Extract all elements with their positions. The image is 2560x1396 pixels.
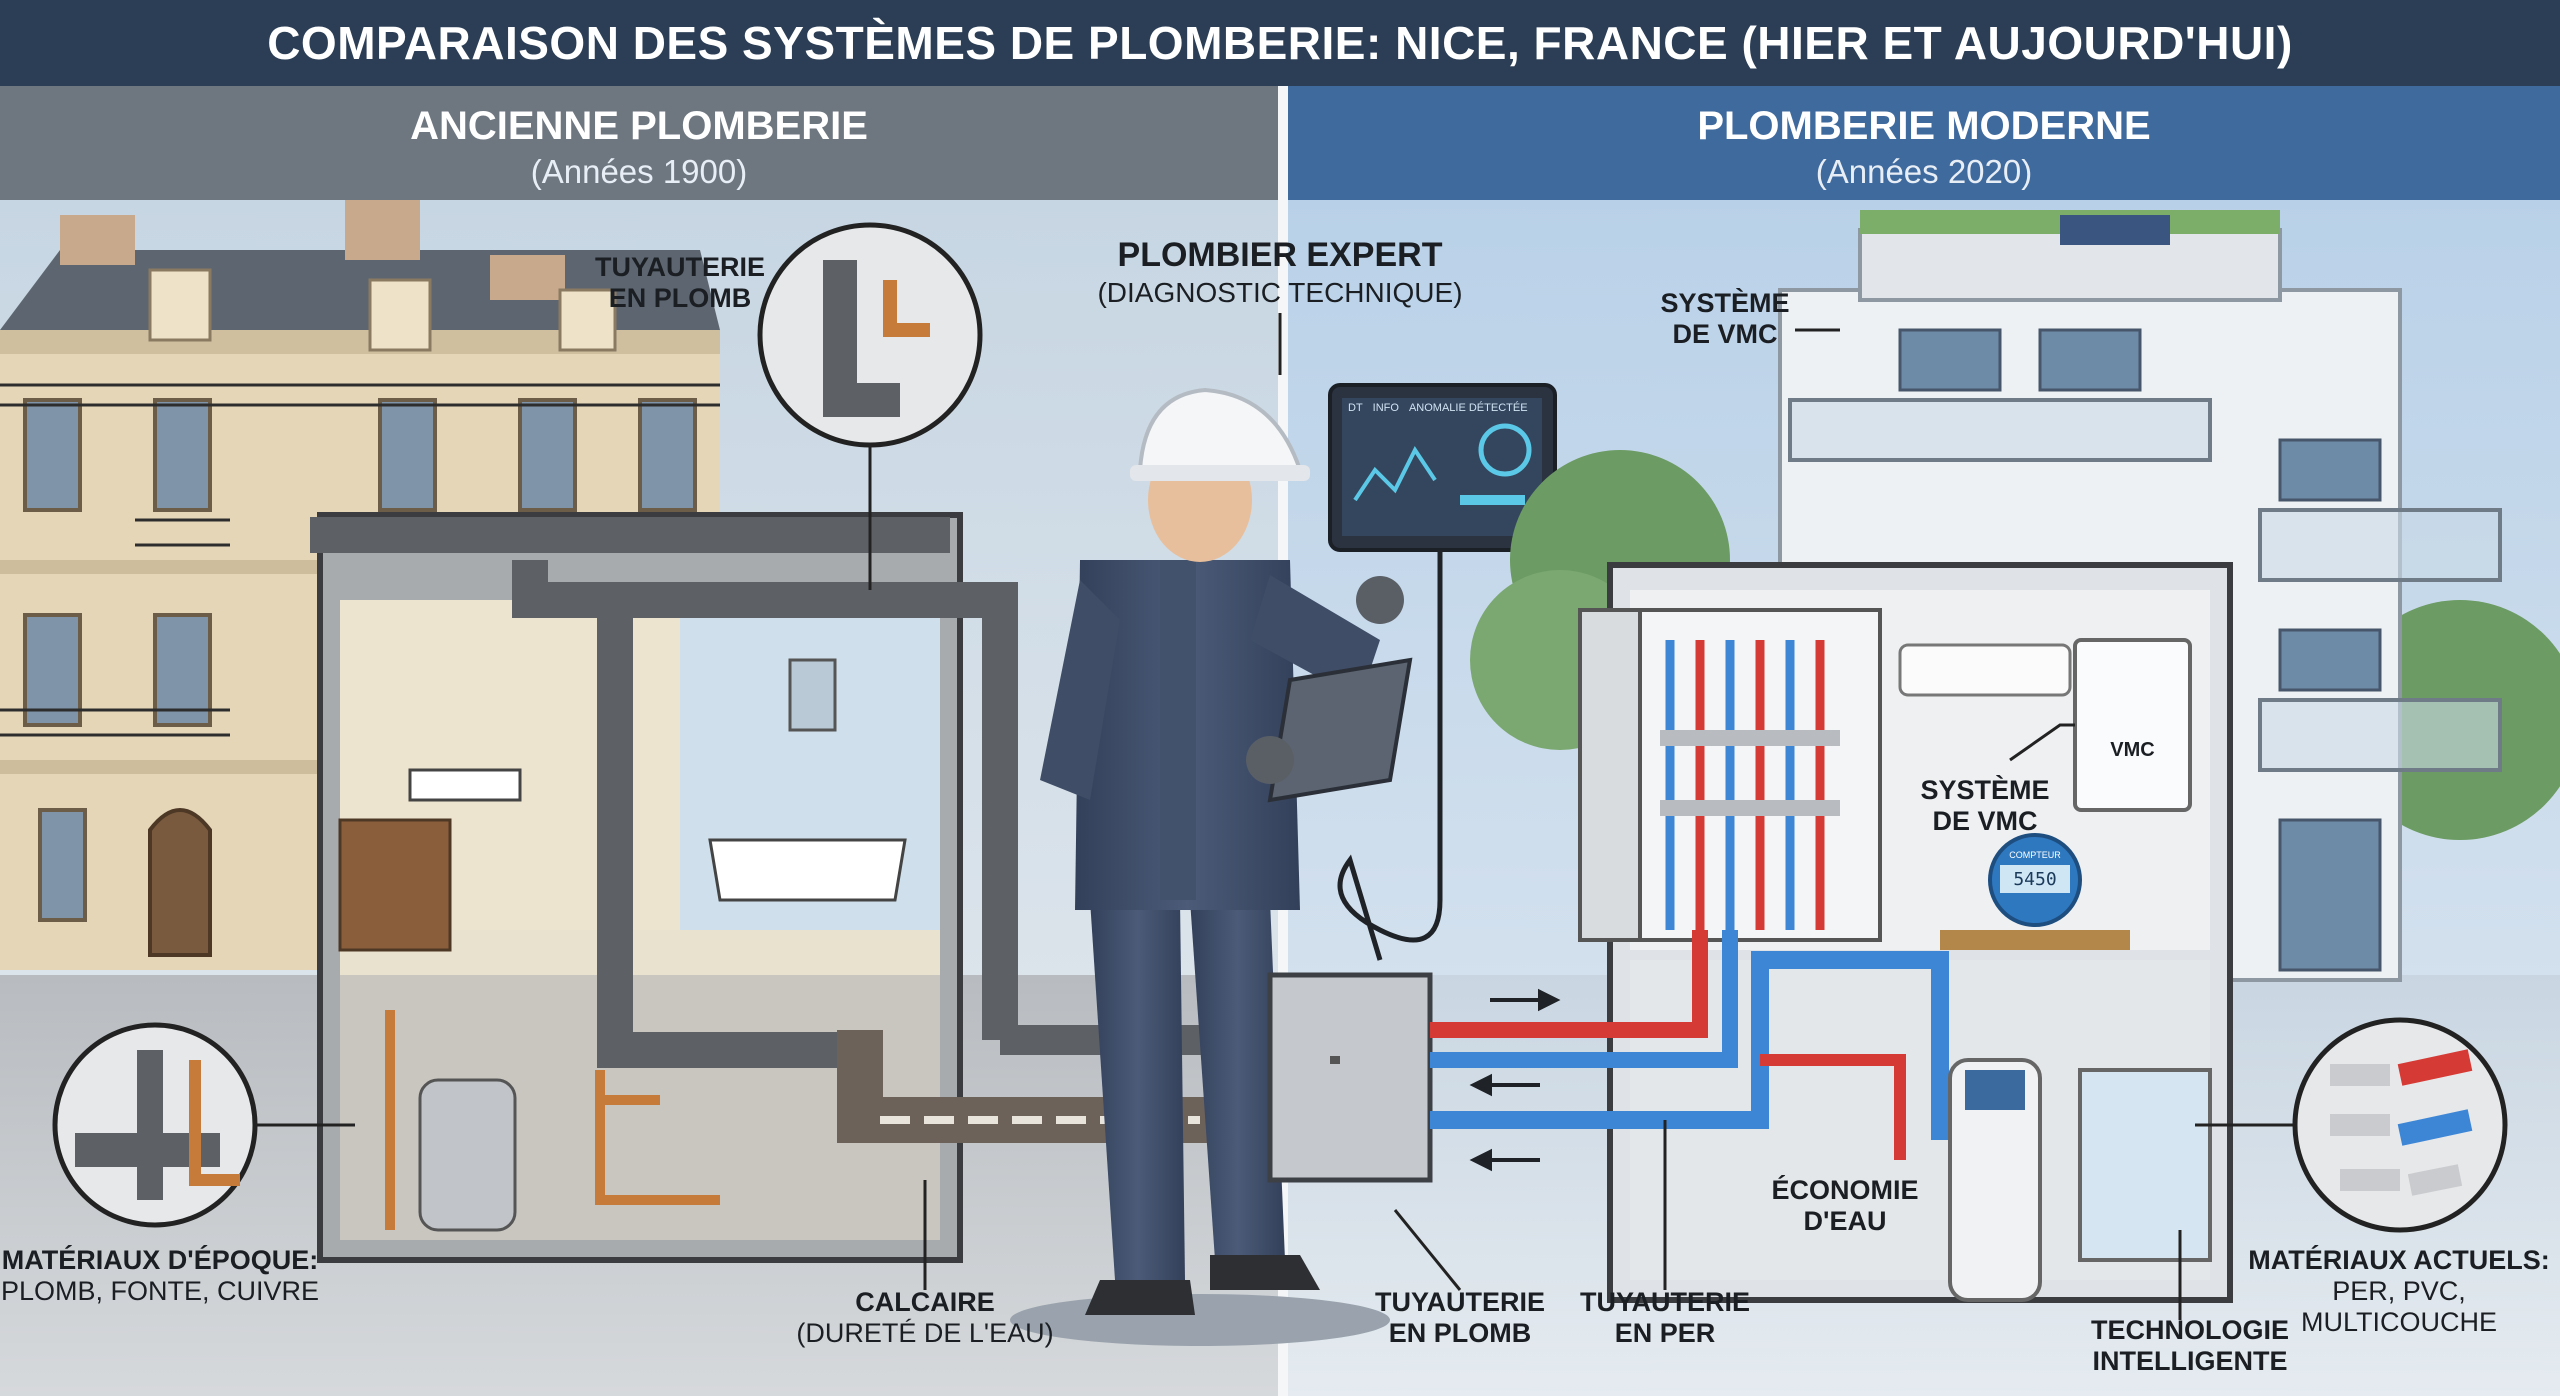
label-limescale-title: CALCAIRE	[855, 1287, 995, 1317]
label-lead-pipes-bottom: TUYAUTERIE EN PLOMB	[1360, 1287, 1560, 1349]
label-vmc-inside-line1: SYSTÈME	[1920, 775, 2050, 805]
flow-arrows	[1469, 988, 1561, 1172]
tablet-tab-info: INFO	[1372, 402, 1399, 414]
label-vmc-inside-line2: DE VMC	[1932, 806, 2038, 836]
tablet-screen-header: DT INFO ANOMALIE DÉTECTÉE	[1348, 402, 1538, 414]
label-lead-pipes-top-line2: EN PLOMB	[608, 283, 752, 313]
label-smart-tech-line1: TECHNOLOGIE	[2090, 1315, 2289, 1345]
callout-lead-pipe	[757, 222, 983, 590]
label-per-pipes: TUYAUTERIE EN PER	[1570, 1287, 1760, 1349]
water-meter-reading: 5450	[2013, 869, 2057, 890]
label-smart-tech: TECHNOLOGIE INTELLIGENTE	[2080, 1315, 2300, 1377]
tablet-tab-dt: DT	[1348, 402, 1363, 414]
left-panel-period: (Années 1900)	[530, 153, 748, 190]
label-old-materials: MATÉRIAUX D'ÉPOQUE: PLOMB, FONTE, CUIVRE	[0, 1245, 320, 1307]
right-panel-header: PLOMBERIE MODERNE (Années 2020)	[1288, 88, 2560, 200]
label-limescale-sub: (DURETÉ DE L'EAU)	[796, 1318, 1054, 1348]
label-water-saving-line1: ÉCONOMIE	[1771, 1175, 1919, 1205]
label-water-saving-line2: D'EAU	[1803, 1206, 1887, 1236]
label-vmc-top-line2: DE VMC	[1672, 319, 1778, 349]
label-vmc-top-line1: SYSTÈME	[1660, 288, 1790, 318]
callout-old-materials	[52, 1022, 355, 1228]
callout-new-materials	[2195, 1017, 2508, 1233]
label-water-saving: ÉCONOMIE D'EAU	[1760, 1175, 1930, 1237]
plumber-figure	[1010, 387, 1413, 1346]
plumber-subheading: (DIAGNOSTIC TECHNIQUE)	[1097, 277, 1463, 308]
label-old-materials-title: MATÉRIAUX D'ÉPOQUE:	[1, 1245, 319, 1275]
vmc-unit-text: VMC	[2110, 739, 2155, 761]
label-old-materials-list: PLOMB, FONTE, CUIVRE	[0, 1276, 320, 1306]
label-limescale: CALCAIRE (DURETÉ DE L'EAU)	[790, 1287, 1060, 1349]
diagnostic-tablet	[1328, 383, 1557, 961]
label-lead-pipes-bottom-line1: TUYAUTERIE	[1374, 1287, 1546, 1317]
label-vmc-top: SYSTÈME DE VMC	[1650, 288, 1800, 350]
left-panel-header: ANCIENNE PLOMBERIE (Années 1900)	[0, 88, 1278, 200]
right-panel-period: (Années 2020)	[1815, 153, 2033, 190]
modern-cutaway	[1430, 562, 2233, 1303]
label-new-materials-list: PER, PVC, MULTICOUCHE	[2300, 1276, 2497, 1337]
plumber-heading: PLOMBIER EXPERT	[1117, 236, 1443, 274]
leader-lines	[923, 313, 2182, 1320]
old-house-cutaway	[317, 512, 963, 1263]
label-new-materials: MATÉRIAUX ACTUELS: PER, PVC, MULTICOUCHE	[2240, 1245, 2558, 1338]
label-new-materials-title: MATÉRIAUX ACTUELS:	[2248, 1245, 2550, 1275]
junction-box	[1267, 972, 1433, 1183]
label-per-pipes-line1: TUYAUTERIE	[1579, 1287, 1751, 1317]
left-panel-heading: ANCIENNE PLOMBERIE	[410, 104, 868, 148]
plumber-label: PLOMBIER EXPERT (DIAGNOSTIC TECHNIQUE)	[1080, 236, 1480, 312]
water-meter-brand: COMPTEUR	[2009, 850, 2061, 860]
tablet-status: ANOMALIE DÉTECTÉE	[1408, 402, 1528, 414]
label-per-pipes-line2: EN PER	[1614, 1318, 1716, 1348]
label-lead-pipes-top-line1: TUYAUTERIE	[594, 252, 766, 282]
label-lead-pipes-top: TUYAUTERIE EN PLOMB	[590, 252, 770, 314]
label-smart-tech-line2: INTELLIGENTE	[2092, 1346, 2288, 1376]
right-panel-heading: PLOMBERIE MODERNE	[1697, 104, 2151, 148]
main-title: COMPARAISON DES SYSTÈMES DE PLOMBERIE: N…	[0, 0, 2560, 86]
label-lead-pipes-bottom-line2: EN PLOMB	[1388, 1318, 1532, 1348]
label-vmc-inside: SYSTÈME DE VMC	[1910, 775, 2060, 837]
